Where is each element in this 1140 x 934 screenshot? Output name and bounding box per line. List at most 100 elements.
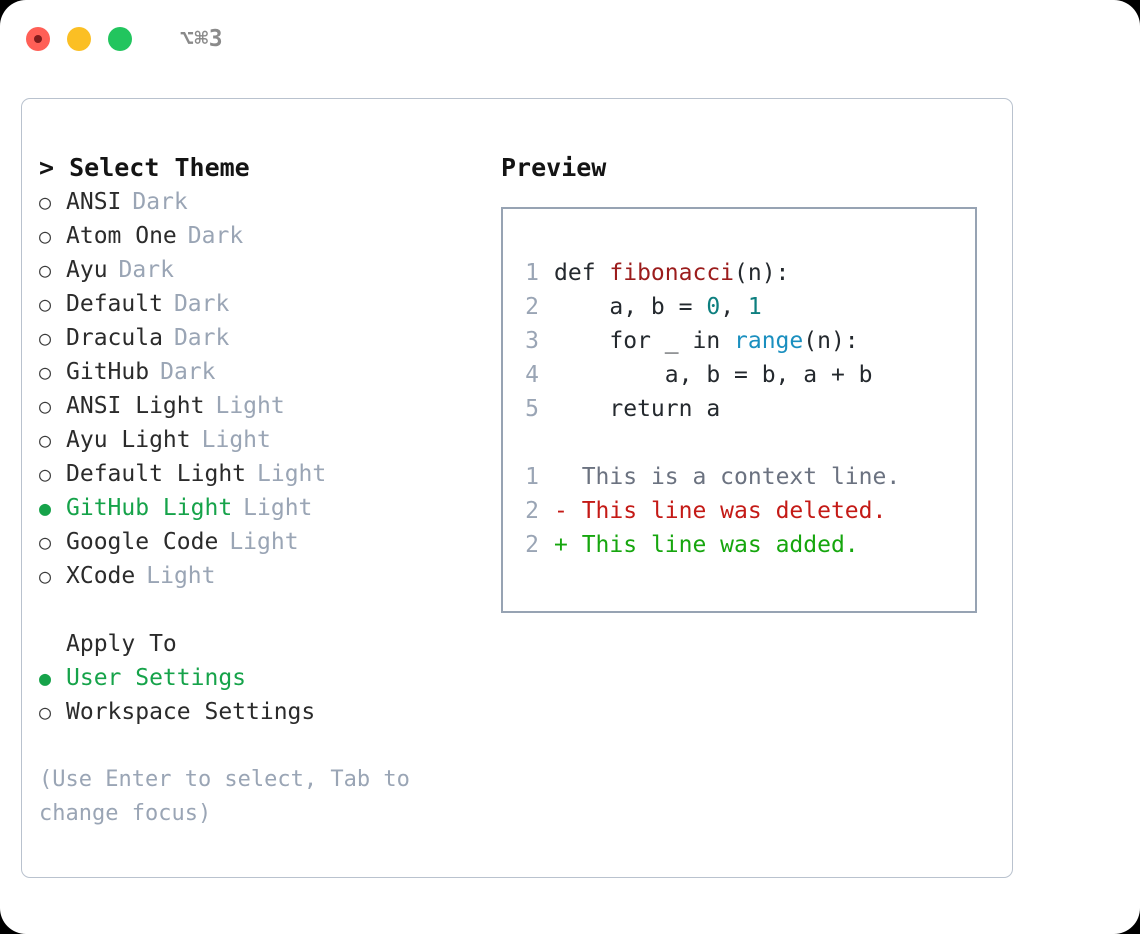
- radio-unselected-icon: ○: [39, 326, 52, 350]
- radio-unselected-icon: ○: [39, 292, 52, 316]
- code-line: 1 def fibonacci(n):: [525, 256, 900, 290]
- keyboard-shortcut-label: ⌥⌘3: [180, 26, 224, 52]
- line-number: 3: [525, 328, 539, 354]
- apply-to-list: ● User Settings ○Workspace Settings: [39, 661, 499, 729]
- line-number: 1: [525, 464, 539, 490]
- theme-picker-header: > Select Theme: [39, 153, 250, 182]
- code-blank-line: [525, 426, 900, 460]
- code-token: fibonacci: [609, 260, 735, 286]
- radio-selected-icon: ●: [39, 666, 52, 690]
- line-number: 2: [525, 498, 539, 524]
- line-number: 2: [525, 294, 539, 320]
- diff-sign: [554, 464, 582, 490]
- code-token: a, b =: [554, 294, 707, 320]
- code-line: 3 for _ in range(n):: [525, 324, 900, 358]
- code-line: 4 a, b = b, a + b: [525, 358, 900, 392]
- theme-item-label: ANSI: [66, 189, 122, 215]
- radio-unselected-icon: ○: [39, 394, 52, 418]
- radio-unselected-icon: ○: [39, 258, 52, 282]
- section-spacer: [39, 593, 499, 627]
- radio-unselected-icon: ○: [39, 224, 52, 248]
- radio-unselected-icon: ○: [39, 462, 52, 486]
- theme-item-label: ANSI Light: [66, 393, 205, 419]
- apply-to-header: Apply To: [66, 631, 177, 657]
- theme-item[interactable]: ○ Ayu Dark: [39, 253, 499, 287]
- theme-item-variant: Dark: [160, 359, 216, 385]
- apply-to-item[interactable]: ● User Settings: [39, 661, 499, 695]
- theme-item-label: Atom One: [66, 223, 177, 249]
- theme-item-variant: Light: [229, 529, 299, 555]
- theme-item[interactable]: ○ Default Dark: [39, 287, 499, 321]
- theme-item-variant: Dark: [118, 257, 174, 283]
- theme-item-variant: Dark: [173, 291, 230, 317]
- preview-header: Preview: [501, 153, 607, 182]
- line-number: 4: [525, 362, 539, 388]
- code-token: for _ in: [554, 328, 735, 354]
- diff-text: This is a context line.: [581, 464, 901, 490]
- radio-selected-icon: ●: [39, 496, 52, 520]
- theme-item-variant: Light: [146, 563, 216, 589]
- code-token: (n):: [734, 260, 790, 286]
- line-number: 5: [525, 396, 539, 422]
- diff-sign: +: [554, 532, 582, 558]
- theme-item[interactable]: ○ Default Light Light: [39, 457, 499, 491]
- diff-line: 2- This line was deleted.: [525, 494, 900, 528]
- window-controls: [26, 27, 132, 51]
- keyboard-hint: (Use Enter to select, Tab to change focu…: [39, 767, 410, 826]
- theme-item-label: GitHub Light: [66, 495, 233, 521]
- radio-unselected-icon: ○: [39, 428, 52, 452]
- code-token: range: [734, 328, 804, 354]
- line-number: 1: [525, 260, 539, 286]
- theme-item[interactable]: ○ Google Code Light: [39, 525, 499, 559]
- theme-item-label: Default: [66, 291, 163, 317]
- theme-item-label: GitHub: [66, 359, 150, 385]
- radio-unselected-icon: ○: [39, 190, 52, 214]
- title-bar: ⌥⌘3: [0, 0, 1140, 78]
- theme-item-variant: Dark: [132, 189, 188, 215]
- theme-item-variant: Light: [243, 495, 313, 521]
- zoom-button[interactable]: [108, 27, 132, 51]
- code-token: def: [554, 260, 610, 286]
- theme-item-variant: Dark: [173, 325, 230, 351]
- minimize-button[interactable]: [67, 27, 91, 51]
- theme-item-label: Ayu: [66, 257, 108, 283]
- theme-item[interactable]: ○ ANSI Light Light: [39, 389, 499, 423]
- code-token: 0: [706, 294, 721, 320]
- apply-to-item-label: User Settings: [66, 665, 247, 691]
- diff-sign: -: [554, 498, 582, 524]
- theme-item-label: Default Light: [66, 461, 247, 487]
- theme-item[interactable]: ○ GitHub Dark: [39, 355, 499, 389]
- line-number: 2: [525, 532, 539, 558]
- apply-to-item[interactable]: ○Workspace Settings: [39, 695, 499, 729]
- code-line: 2 a, b = 0, 1: [525, 290, 900, 324]
- code-token: (n):: [803, 328, 859, 354]
- diff-line: 1 This is a context line.: [525, 460, 900, 494]
- radio-unselected-icon: ○: [39, 700, 52, 724]
- code-token: 1: [747, 294, 762, 320]
- theme-item[interactable]: ○ ANSI Dark: [39, 185, 499, 219]
- code-token: ,: [720, 294, 748, 320]
- code-token: return a: [554, 396, 721, 422]
- theme-item[interactable]: ● GitHub Light Light: [39, 491, 499, 525]
- diff-text: This line was deleted.: [581, 498, 887, 524]
- theme-item-variant: Light: [201, 427, 271, 453]
- code-token: a, b = b, a + b: [554, 362, 873, 388]
- theme-item-variant: Light: [215, 393, 285, 419]
- radio-unselected-icon: ○: [39, 360, 52, 384]
- theme-item-label: Google Code: [66, 529, 219, 555]
- close-button[interactable]: [26, 27, 50, 51]
- code-line: 5 return a: [525, 392, 900, 426]
- radio-unselected-icon: ○: [39, 530, 52, 554]
- theme-item-variant: Light: [257, 461, 327, 487]
